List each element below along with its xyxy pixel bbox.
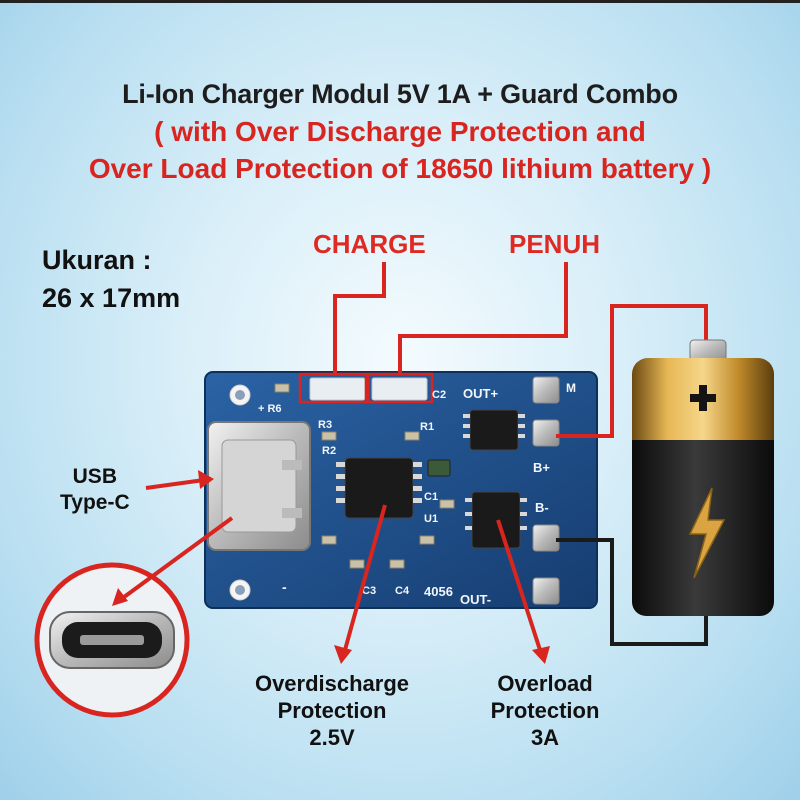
silk-part-number: 4056: [424, 584, 453, 599]
silk-c1: C1: [424, 491, 438, 503]
silk-minus: -: [282, 579, 287, 595]
overdischarge-line1: Overdischarge: [254, 671, 410, 696]
battery-positive-wire: [556, 304, 708, 438]
silk-c2: C2: [432, 389, 446, 401]
battery-negative-wire: [556, 538, 708, 646]
overdischarge-protection-label: Overdischarge Protection 2.5V: [232, 670, 432, 751]
silk-r2: R2: [322, 445, 336, 457]
usb-c-closeup: [34, 562, 190, 718]
page-title: Li-Ion Charger Modul 5V 1A + Guard Combo: [122, 79, 678, 109]
usb-type-c-label: USB Type-C: [60, 464, 130, 516]
indicator-leaders: [333, 262, 568, 374]
silk-b-minus: B-: [535, 500, 549, 515]
silk-r1: R1: [420, 421, 434, 433]
silk-c3: C3: [362, 585, 376, 597]
size-value: 26 x 17mm: [42, 283, 181, 313]
subtitle-line-1: ( with Over Discharge Protection and: [154, 116, 646, 147]
pcb-board: + R6 R3 R2 R1 C2 C1 U1 C3 C4 4056 OUT+ O…: [204, 371, 598, 609]
overload-line2: Protection: [490, 698, 600, 723]
silk-b-plus: B+: [533, 460, 550, 475]
overload-protection-label: Overload Protection 3A: [470, 670, 620, 751]
usb-label-line2: Type-C: [60, 491, 130, 514]
silk-m: M: [566, 381, 576, 395]
silk-out-minus: OUT-: [460, 592, 491, 607]
size-label: Ukuran :: [42, 245, 152, 275]
usb-label-line1: USB: [72, 465, 117, 488]
silk-r3: R3: [318, 419, 332, 431]
silk-c4: C4: [395, 585, 410, 597]
subtitle-line-2: Over Load Protection of 18650 lithium ba…: [88, 153, 712, 184]
silk-u1: U1: [424, 513, 438, 525]
silk-r6: + R6: [258, 403, 282, 415]
size-spec: Ukuran : 26 x 17mm: [42, 241, 180, 317]
silk-out-plus: OUT+: [463, 386, 498, 401]
annotation-arrows: [112, 470, 550, 664]
charge-indicator-label: CHARGE: [313, 229, 426, 259]
overdischarge-line2: Protection: [277, 698, 387, 723]
overload-line3: 3A: [530, 725, 560, 750]
overload-line1: Overload: [497, 671, 593, 696]
full-indicator-label: PENUH: [509, 229, 601, 259]
battery-illustration: [632, 339, 774, 616]
overdischarge-line3: 2.5V: [309, 725, 355, 750]
